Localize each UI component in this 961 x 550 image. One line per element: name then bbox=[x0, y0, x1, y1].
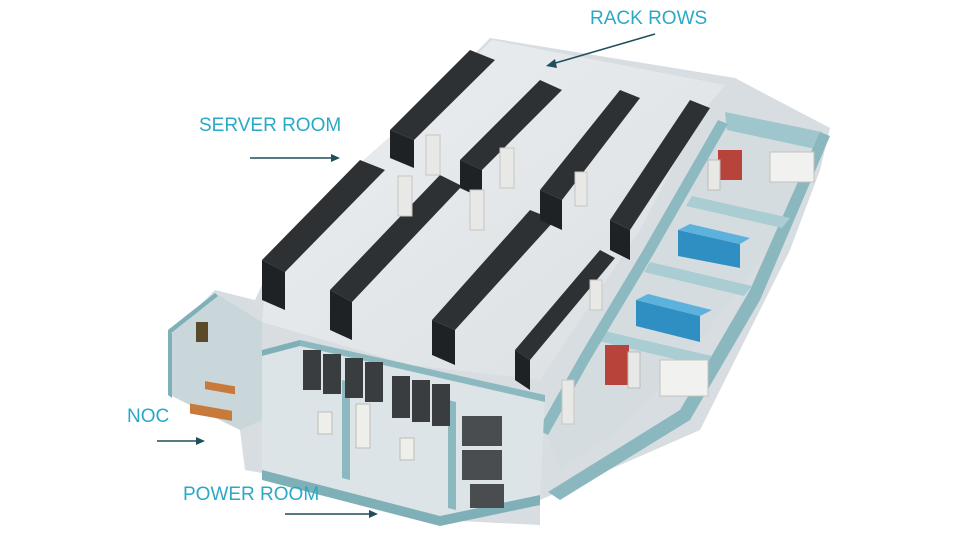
power-room-front-wall bbox=[262, 470, 540, 526]
pdu-units bbox=[317, 403, 415, 461]
noc-desk bbox=[190, 403, 232, 421]
server-room-arrow bbox=[250, 154, 340, 162]
generator-2 bbox=[636, 300, 700, 342]
corridor-wall bbox=[538, 120, 728, 435]
generator-1 bbox=[678, 230, 740, 268]
pointer-arrows bbox=[157, 33, 656, 518]
rack-row bbox=[390, 50, 495, 140]
rack-row bbox=[515, 250, 615, 360]
power-room-arrow bbox=[285, 510, 378, 518]
rack-rows-arrow bbox=[546, 33, 656, 68]
generator-2 bbox=[636, 294, 712, 316]
rack-row bbox=[460, 160, 482, 198]
ups-cabinets bbox=[303, 350, 450, 426]
switchboards bbox=[659, 151, 815, 397]
rack-row bbox=[432, 320, 455, 365]
crac-units bbox=[397, 134, 603, 425]
rack-row bbox=[610, 100, 710, 230]
rack-row bbox=[262, 260, 285, 310]
noc-room bbox=[168, 293, 262, 430]
generator-1 bbox=[678, 224, 750, 244]
noc-arrow bbox=[157, 437, 205, 445]
rack-row bbox=[390, 130, 414, 168]
rack-row bbox=[330, 175, 462, 302]
rack-row bbox=[610, 220, 630, 260]
utility-wing-wall bbox=[725, 112, 822, 150]
rack-row bbox=[540, 90, 640, 200]
power-room-partition bbox=[342, 380, 350, 480]
rack-row bbox=[460, 80, 562, 170]
power-room-label: POWER ROOM bbox=[183, 484, 319, 505]
power-room bbox=[262, 340, 545, 526]
rack-row bbox=[515, 350, 530, 390]
rack-row bbox=[432, 210, 555, 330]
rack-rows bbox=[262, 50, 710, 390]
rack-row bbox=[262, 160, 385, 272]
rack-rows-label: RACK ROWS bbox=[590, 8, 707, 29]
battery-racks bbox=[462, 416, 504, 508]
rack-row bbox=[330, 290, 352, 340]
noc-desk bbox=[205, 381, 235, 395]
partition-wall bbox=[686, 196, 790, 228]
switchgear bbox=[605, 150, 742, 389]
noc-monitor-wall bbox=[196, 322, 208, 342]
partition-wall bbox=[644, 262, 752, 296]
power-room-partition bbox=[448, 400, 456, 510]
partition-wall bbox=[594, 330, 712, 366]
generators bbox=[636, 224, 750, 342]
server-room-label: SERVER ROOM bbox=[199, 115, 341, 136]
noc-label: NOC bbox=[127, 406, 169, 427]
rack-row bbox=[540, 190, 562, 230]
